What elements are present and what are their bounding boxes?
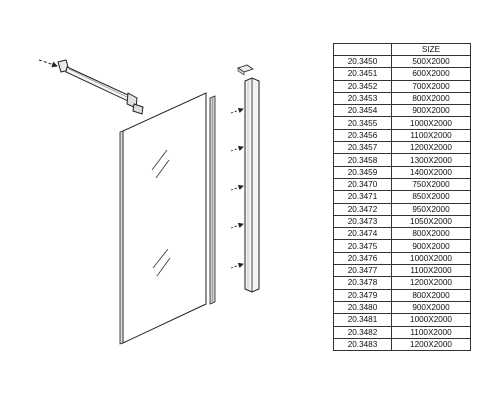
header-size: SIZE [391, 43, 471, 56]
article-code-cell: 20.3473 [333, 214, 392, 229]
end-cap [237, 64, 254, 76]
size-cell: 1000X2000 [391, 313, 471, 327]
article-code-cell: 20.3475 [333, 239, 392, 253]
article-code-cell: 20.3453 [333, 91, 392, 106]
article-code-cell: 20.3450 [333, 54, 392, 69]
article-code-cell: 20.3478 [333, 276, 392, 290]
size-cell: 900X2000 [391, 104, 471, 118]
article-code-cell: 20.3451 [333, 67, 392, 81]
size-cell: 700X2000 [391, 79, 471, 93]
size-cell: 1200X2000 [391, 141, 471, 155]
size-cell: 1400X2000 [391, 165, 471, 179]
glass-panel [119, 92, 207, 345]
article-code-cell: 20.3452 [333, 79, 392, 93]
size-cell: 900X2000 [391, 300, 471, 315]
article-code-cell: 20.3476 [333, 251, 392, 266]
size-cell: 1300X2000 [391, 153, 471, 167]
size-cell: 1200X2000 [391, 337, 471, 352]
table-header-row: SIZE [333, 43, 471, 56]
size-cell: 500X2000 [391, 54, 471, 69]
wall-profile [244, 77, 260, 293]
size-cell: 850X2000 [391, 190, 471, 204]
article-code-cell: 20.3459 [333, 165, 392, 179]
article-code-cell: 20.3457 [333, 141, 392, 155]
article-code-cell: 20.3481 [333, 313, 392, 327]
size-cell: 1000X2000 [391, 251, 471, 266]
size-cell: 800X2000 [391, 91, 471, 106]
size-cell: 1100X2000 [391, 325, 471, 339]
size-cell: 800X2000 [391, 288, 471, 302]
size-cell: 600X2000 [391, 67, 471, 81]
article-code-cell: 20.3474 [333, 227, 392, 241]
article-code-cell: 20.3472 [333, 202, 392, 216]
article-code-cell: 20.3456 [333, 128, 392, 143]
article-code-cell: 20.3483 [333, 337, 392, 352]
article-code-cell: 20.3482 [333, 325, 392, 339]
size-cell: 1100X2000 [391, 264, 471, 278]
article-code-cell: 20.3454 [333, 104, 392, 118]
article-code-cell: 20.3479 [333, 288, 392, 302]
article-code-cell: 20.3471 [333, 190, 392, 204]
size-cell: 750X2000 [391, 177, 471, 192]
article-code-cell: 20.3455 [333, 116, 392, 130]
glass-reflection-lines [151, 149, 171, 277]
article-code-cell: 20.3458 [333, 153, 392, 167]
article-code-cell: 20.3480 [333, 300, 392, 315]
size-cell: 950X2000 [391, 202, 471, 216]
size-cell: 1000X2000 [391, 116, 471, 130]
wall-screws [230, 107, 244, 269]
support-bar [38, 59, 144, 115]
article-code-cell: 20.3470 [333, 177, 392, 192]
shower-wall-exploded-diagram [38, 59, 260, 345]
seal-strip [209, 95, 216, 305]
size-cell: 1100X2000 [391, 128, 471, 143]
size-cell: 1050X2000 [391, 214, 471, 229]
header-code [333, 43, 392, 56]
size-cell: 900X2000 [391, 239, 471, 253]
size-cell: 800X2000 [391, 227, 471, 241]
article-code-cell: 20.3477 [333, 264, 392, 278]
size-cell: 1200X2000 [391, 276, 471, 290]
